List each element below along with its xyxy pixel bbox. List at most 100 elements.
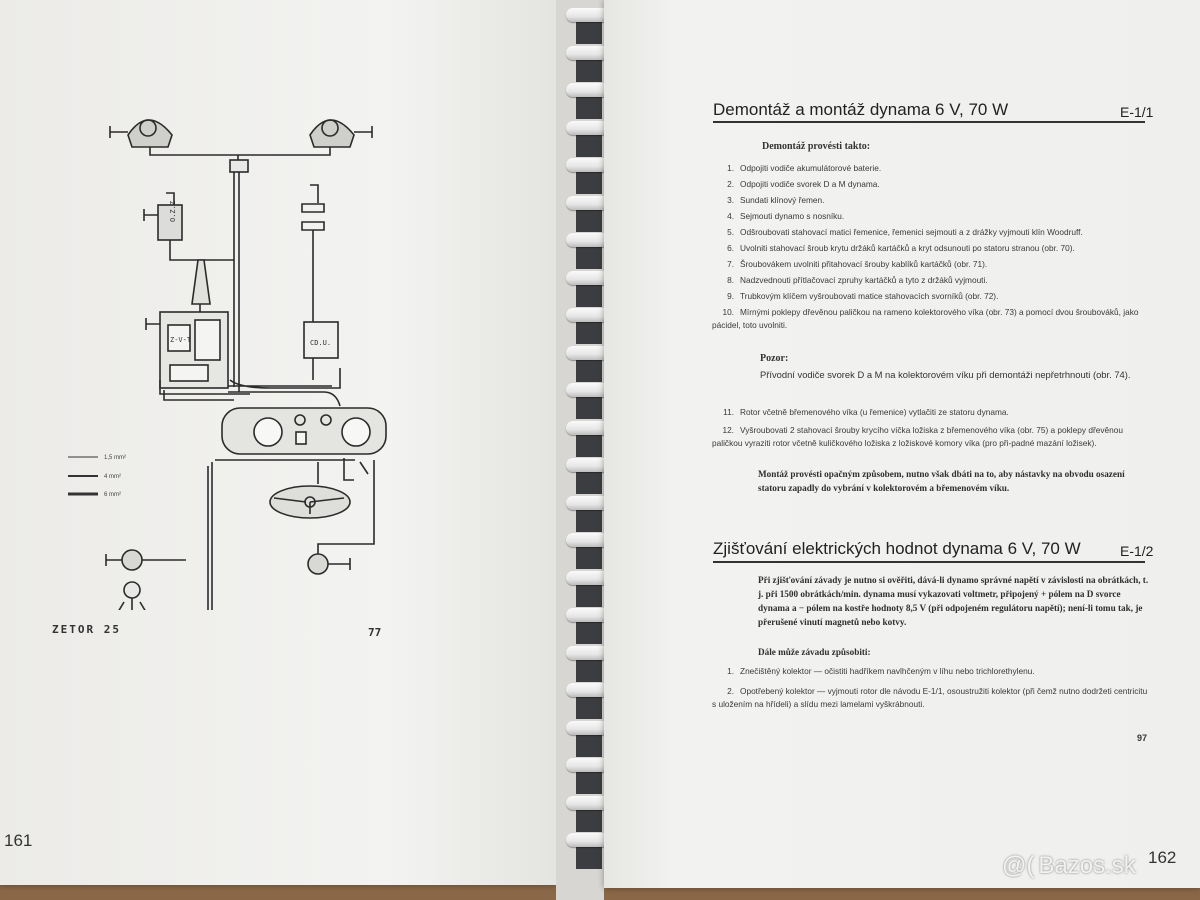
binding-coil [566, 233, 612, 247]
binding-coil [566, 608, 612, 622]
binding-coil [566, 45, 612, 60]
section1-rule [713, 121, 1145, 123]
step-item: 12.Vyšroubovati 2 stahovací šrouby krycí… [712, 424, 1152, 450]
step-number: 2. [727, 179, 734, 189]
step-item: 3. Sundati klínový řemen. [712, 194, 1152, 207]
coil-gap [576, 582, 602, 607]
coil-gap [576, 470, 602, 494]
step-number: 12. [722, 425, 734, 435]
binding-coil [566, 720, 612, 735]
step-number: 11. [723, 407, 734, 417]
step-number: 7. [727, 259, 734, 269]
step-number: 3. [727, 195, 734, 205]
coil-gap [576, 507, 602, 532]
step-number: 6. [727, 243, 734, 253]
assembly-text: Montáž provésti opačným způsobem, nutno … [758, 469, 1125, 493]
caution-heading: Pozor: [760, 353, 789, 364]
step-text: Sundati klínový řemen. [740, 195, 825, 205]
coil-gap [576, 95, 602, 119]
legend-3: 6 mm² [104, 492, 121, 498]
step-item: 2.Opotřebený kolektor — vyjmouti rotor d… [712, 685, 1152, 711]
coil-gap [576, 770, 602, 794]
coil-gap [576, 807, 602, 832]
binding-coil [566, 570, 612, 585]
right-handwritten-number: 162 [1148, 848, 1177, 867]
coil-gap [576, 657, 602, 682]
step-text: Odpojiti vodiče svorek D a M dynama. [740, 179, 880, 189]
step-number: 1. [727, 666, 734, 676]
binding-coil [566, 83, 612, 97]
binding-coil [566, 683, 612, 697]
step-item: 4. Sejmouti dynamo s nosníku. [712, 210, 1152, 223]
step-text: Vyšroubovati 2 stahovací šrouby krycího … [712, 425, 1123, 448]
binding-coil [566, 345, 612, 360]
regulator-label: Z-V-T [170, 336, 192, 344]
step-number: 1. [727, 163, 734, 173]
right-page [604, 0, 1200, 888]
wire-legend [68, 456, 98, 496]
step-text: Trubkovým klíčem vyšroubovati matice sta… [740, 291, 999, 301]
model-label: ZETOR 25 [52, 623, 121, 636]
binding-coil [566, 420, 612, 435]
binding-coil [566, 195, 612, 210]
binding-coil [566, 795, 612, 810]
step-number: 9. [727, 291, 734, 301]
watermark: @(Bazos.sk [1002, 852, 1136, 880]
binding-coil [566, 120, 612, 135]
step-item: 11.Rotor včetně břemenového víka (u řeme… [712, 406, 1152, 419]
step-item: 1. Odpojiti vodiče akumulátorové baterie. [712, 162, 1152, 175]
left-page-number: 77 [368, 626, 382, 639]
binding-coil [566, 158, 612, 172]
step-text: Mírnými poklepy dřevěnou paličkou na ram… [712, 307, 1139, 330]
coil-gap [576, 20, 602, 44]
binding-coil [566, 758, 612, 772]
coil-gap [576, 845, 602, 869]
section1-code: E-1/1 [1120, 104, 1154, 120]
at-icon: @( [1002, 852, 1035, 879]
left-page: O.Z.Z Z-V-T CD.U. 1,5 mm² 4 mm² 6 mm² ZE… [0, 0, 556, 885]
step-number: 8. [727, 275, 734, 285]
step-item: 10.Mírnými poklepy dřevěnou paličkou na … [712, 306, 1152, 332]
coil-gap [576, 57, 602, 82]
coil-gap [576, 432, 602, 457]
step-text: Odšroubovati stahovací matici řemenice, … [740, 227, 1083, 237]
step-item: 2. Odpojiti vodiče svorek D a M dynama. [712, 178, 1152, 191]
step-number: 4. [727, 211, 734, 221]
section1-heading: Demontáž provésti takto: [762, 141, 871, 152]
section1-title: Demontáž a montáž dynama 6 V, 70 W [713, 100, 1009, 119]
coil-label: O.Z.Z [169, 201, 177, 222]
legend-2: 4 mm² [104, 474, 121, 480]
step-number: 10. [722, 307, 734, 317]
binding-coil [566, 383, 612, 397]
step-text: Sejmouti dynamo s nosníku. [740, 211, 845, 221]
wiring-diagram: O.Z.Z Z-V-T CD.U. 1,5 mm² 4 mm² 6 mm² [68, 119, 387, 610]
step-item: 9. Trubkovým klíčem vyšroubovati matice s… [712, 290, 1152, 303]
coil-gap [576, 357, 602, 382]
step-text: Odpojiti vodiče akumulátorové baterie. [740, 163, 882, 173]
right-page-number: 97 [1137, 733, 1148, 743]
coil-gap [576, 395, 602, 419]
step-text: Znečištěný kolektor — očistiti hadříkem … [740, 666, 1035, 676]
coil-gap [576, 545, 602, 569]
box-label: CD.U. [310, 339, 331, 347]
coil-gap [576, 282, 602, 307]
step-text: Nadzvednouti přítlačovací zpruhy kartáčk… [740, 275, 988, 285]
step-item: 8. Nadzvednouti přítlačovací zpruhy kartá… [712, 274, 1152, 287]
step-text: Uvolniti stahovací šroub krytu držáků ka… [740, 243, 1075, 253]
section2-intro: Při zjišťování závady je nutno si ověřit… [758, 575, 1149, 627]
binding-coil [566, 533, 612, 547]
step-item: 6. Uvolniti stahovací šroub krytu držáků … [712, 242, 1152, 255]
left-handwritten-number: 161 [4, 831, 33, 850]
step-number: 2. [727, 686, 734, 696]
coil-gap [576, 207, 602, 232]
binding-coil [566, 833, 612, 847]
step-text: Šroubovákem uvolniti přitahovací šrouby … [740, 259, 988, 269]
binding-coil [566, 270, 612, 285]
step-item: 5.Odšroubovati stahovací matici řemenice… [712, 226, 1152, 239]
coil-gap [576, 320, 602, 344]
step-item: 7. Šroubovákem uvolniti přitahovací šroub… [712, 258, 1152, 271]
binding-coil [566, 645, 612, 660]
binding-coil [566, 495, 612, 510]
section2-title: Zjišťování elektrických hodnot dynama 6 … [713, 539, 1081, 558]
coil-gap [576, 245, 602, 269]
